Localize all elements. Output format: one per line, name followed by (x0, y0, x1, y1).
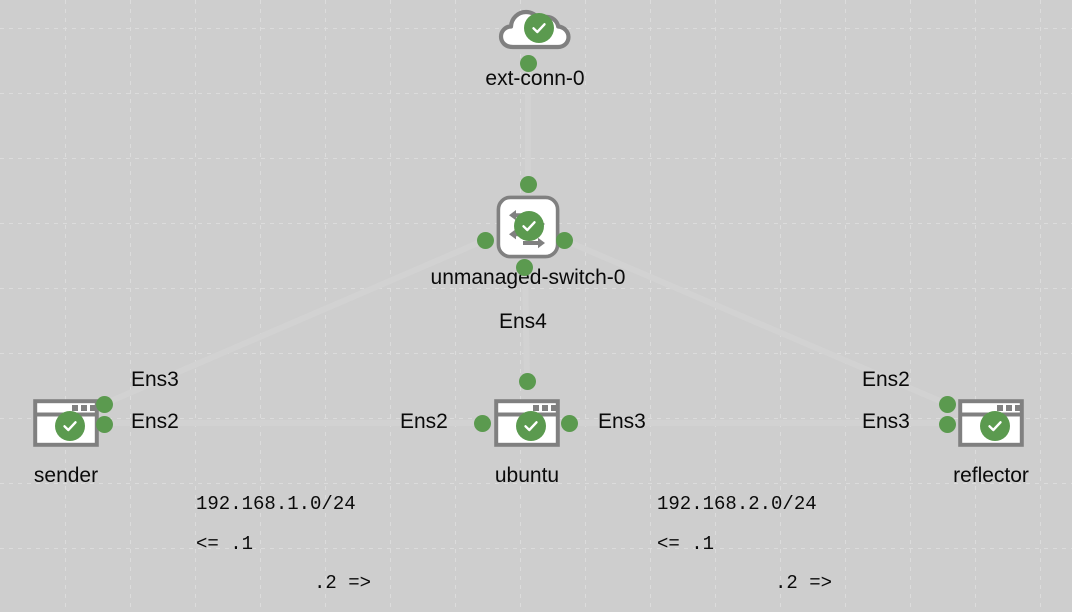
network-link[interactable] (101, 237, 488, 407)
port-label: Ens3 (131, 368, 179, 391)
port-label: Ens3 (598, 410, 646, 433)
port-label: Ens3 (862, 410, 910, 433)
node-unmanaged-switch-0[interactable] (496, 195, 560, 259)
port-dot-ubuntu-Ens2[interactable] (473, 414, 491, 432)
node-ext-conn-0[interactable] (498, 5, 572, 53)
port-dot-unmanaged-switch-0-right[interactable] (555, 231, 573, 249)
status-badge-ok (55, 411, 85, 441)
subnet-right-endpoint-label: .2 => (775, 572, 833, 594)
node-ubuntu[interactable] (494, 399, 560, 447)
node-reflector[interactable] (958, 399, 1024, 447)
status-badge-ok (524, 13, 554, 43)
node-label-sender: sender (33, 464, 99, 487)
port-dot-ubuntu-Ens3[interactable] (560, 414, 578, 432)
port-label: Ens4 (499, 310, 547, 333)
node-label-reflector: reflector (953, 464, 1029, 487)
port-dot-sender-Ens2[interactable] (95, 415, 113, 433)
port-dot-unmanaged-switch-0-bottom[interactable] (515, 258, 533, 276)
port-dot-ext-conn-0-down[interactable] (519, 54, 537, 72)
node-sender[interactable] (33, 399, 99, 447)
port-dot-unmanaged-switch-0-top[interactable] (519, 175, 537, 193)
subnet-cidr-label: 192.168.2.0/24 (657, 493, 817, 515)
port-label: Ens2 (131, 410, 179, 433)
node-label-unmanaged-switch-0: unmanaged-switch-0 (430, 266, 626, 289)
subnet-cidr-label: 192.168.1.0/24 (196, 493, 356, 515)
node-label-ext-conn-0: ext-conn-0 (485, 67, 585, 90)
status-badge-ok (516, 411, 546, 441)
status-badge-ok (514, 211, 544, 241)
network-link[interactable] (522, 264, 530, 384)
port-dot-reflector-Ens3[interactable] (938, 415, 956, 433)
port-dot-ubuntu-Ens4[interactable] (518, 372, 536, 390)
subnet-right-endpoint-label: .2 => (314, 572, 372, 594)
subnet-left-endpoint-label: <= .1 (196, 533, 254, 555)
port-dot-unmanaged-switch-0-left[interactable] (476, 231, 494, 249)
node-label-ubuntu: ubuntu (494, 464, 560, 487)
status-badge-ok (980, 411, 1010, 441)
port-label: Ens2 (862, 368, 910, 391)
port-dot-sender-Ens3[interactable] (95, 395, 113, 413)
network-link[interactable] (561, 237, 950, 407)
port-label: Ens2 (400, 410, 448, 433)
port-dot-reflector-Ens2[interactable] (938, 395, 956, 413)
subnet-left-endpoint-label: <= .1 (657, 533, 715, 555)
